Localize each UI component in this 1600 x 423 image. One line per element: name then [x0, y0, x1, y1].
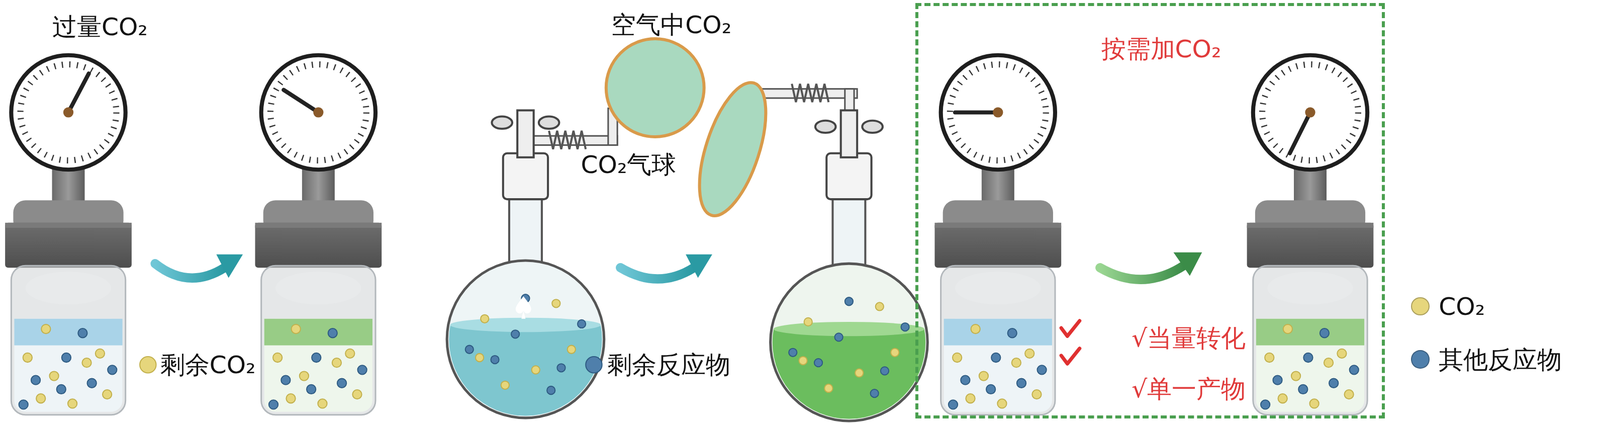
flask-before — [548, 130, 586, 150]
reactor-before — [5, 55, 132, 415]
flask-before — [491, 116, 513, 129]
process-arrow — [155, 263, 225, 278]
process-arrow — [1173, 252, 1202, 276]
reactor-before — [934, 55, 1062, 415]
flask-after — [759, 88, 858, 99]
reactor-before — [14, 318, 123, 346]
flask-after — [815, 120, 836, 133]
reactant-dot — [585, 356, 602, 373]
reactor-after — [268, 324, 367, 410]
reactor-before — [68, 73, 89, 113]
panel-title: 过量CO₂ — [52, 12, 148, 41]
flask-after — [826, 153, 872, 200]
reactor-before — [944, 318, 1053, 412]
reactor-before — [14, 318, 123, 412]
dashed-panel: 按需加CO₂ √当量转化 √单一产物 — [915, 3, 1385, 419]
balloon-shape — [606, 38, 705, 137]
node-text: √单一产物 — [1131, 374, 1246, 403]
flask-after — [765, 328, 939, 423]
check-mark — [1061, 348, 1080, 364]
reactor-after — [264, 318, 373, 412]
reactor-before — [955, 110, 998, 115]
reactor-after — [313, 107, 324, 118]
reactor-after — [264, 318, 373, 346]
reactor-before — [5, 55, 132, 415]
flask-before — [517, 110, 534, 157]
reactor-before — [934, 55, 1062, 415]
process-arrow — [1099, 252, 1202, 280]
flask-after — [840, 110, 858, 157]
balloon-node: CO₂气球 — [579, 34, 717, 180]
reactor-after — [1256, 318, 1365, 346]
reactor-before — [944, 318, 1053, 346]
legend-swatch — [1410, 297, 1430, 316]
reactor-after — [1256, 318, 1365, 412]
process-arrow — [1099, 265, 1184, 279]
node-heading: CO₂气球 — [581, 150, 677, 179]
legend-text: 其他反应物 — [1438, 345, 1562, 374]
flask-after — [788, 297, 910, 398]
reactor-before — [19, 324, 118, 410]
dot-label: 剩余反应物 — [607, 350, 731, 379]
reactor-after — [1289, 112, 1311, 153]
co2-dot — [139, 356, 156, 373]
process-arrow — [155, 254, 244, 278]
flask-before — [503, 153, 548, 200]
flask-before — [538, 116, 560, 129]
reactor-before — [63, 107, 74, 118]
flask-after — [791, 83, 829, 103]
flask-before — [438, 324, 613, 423]
flask-before — [465, 294, 587, 395]
process-arrow — [620, 267, 694, 279]
reactor-after — [1247, 55, 1374, 415]
reactor-after — [1247, 55, 1374, 415]
node-text: √当量转化 — [1131, 323, 1246, 352]
flask-after — [862, 120, 883, 133]
reactor-after — [283, 89, 319, 113]
flask-before — [515, 296, 532, 319]
reactor-after — [1304, 107, 1315, 118]
process-arrow — [685, 254, 713, 278]
reactor-before — [992, 107, 1003, 118]
process-arrow — [620, 254, 713, 279]
legend-text: CO₂ — [1438, 292, 1485, 321]
legend-swatch — [1410, 349, 1430, 369]
check-mark — [1061, 320, 1080, 336]
flask-before — [509, 194, 542, 268]
reactor-before — [948, 324, 1047, 410]
reactor-after — [1260, 324, 1359, 410]
check-mark — [1061, 320, 1080, 364]
panel-title: 空气中CO₂ — [611, 10, 732, 39]
reactor-after — [254, 55, 382, 415]
flask-after — [759, 83, 939, 423]
node-heading: 按需加CO₂ — [1101, 34, 1222, 63]
flask-after — [832, 194, 866, 268]
process-arrow — [216, 254, 243, 278]
dot-label: 剩余CO₂ — [160, 350, 256, 379]
reactor-after — [254, 55, 382, 415]
